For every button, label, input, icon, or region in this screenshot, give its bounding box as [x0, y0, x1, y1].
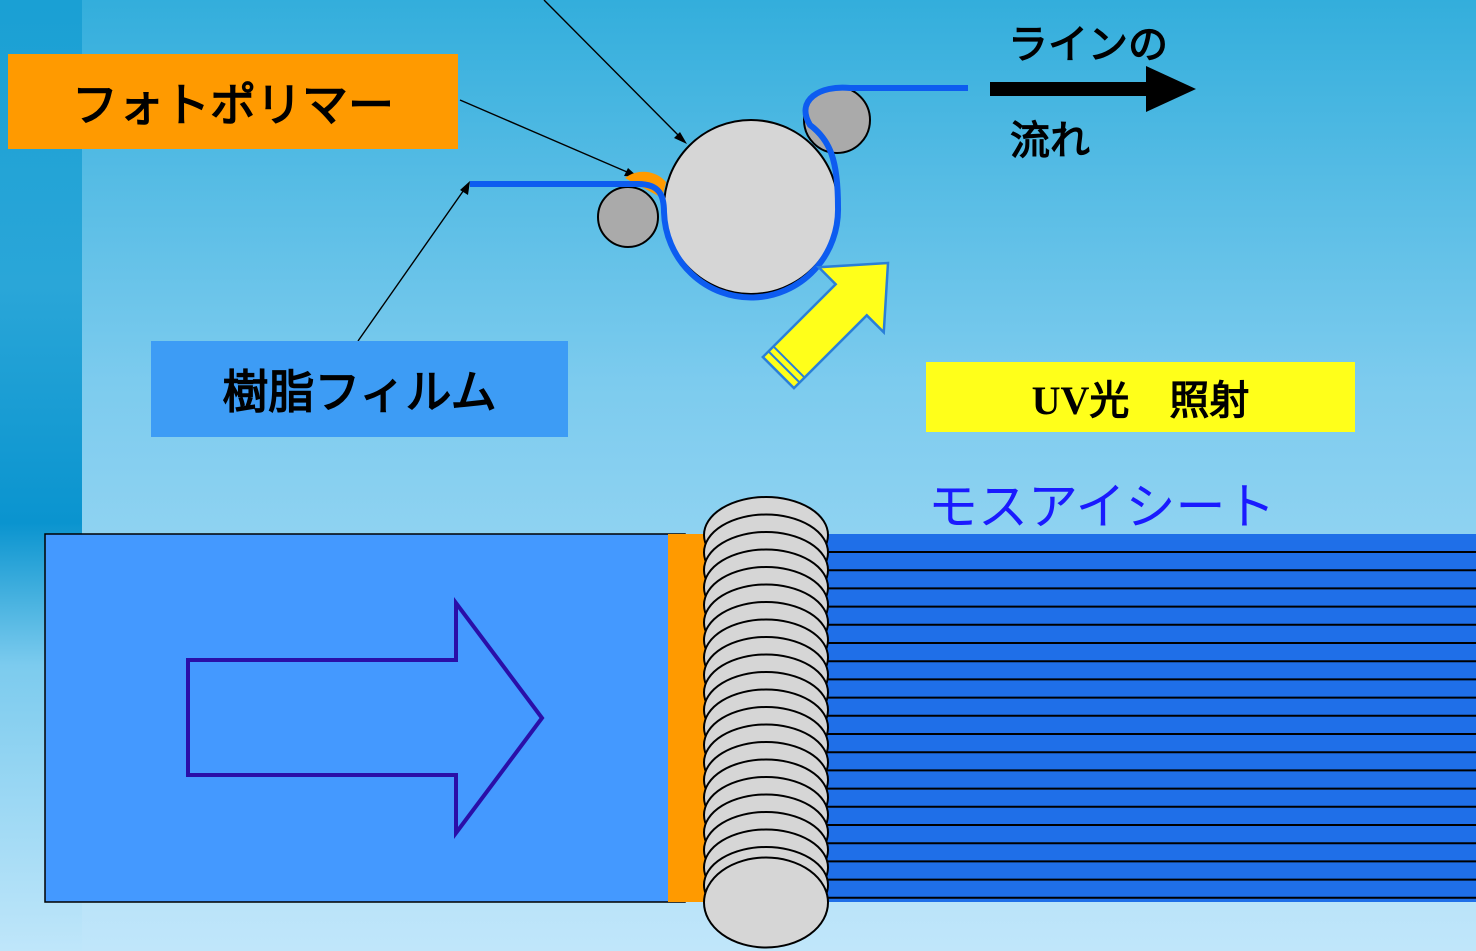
- line-flow-label-2: 流れ: [1010, 118, 1090, 164]
- leader-line-film: [357, 186, 467, 342]
- roller-disc: [703, 856, 829, 949]
- moth-eye-sheet-block: [827, 534, 1476, 902]
- moth-eye-sheet-label: モスアイシート: [928, 478, 1276, 536]
- film-web-path: [470, 84, 968, 301]
- resin-film-label: 樹脂フィルム: [151, 341, 568, 437]
- resin-film-block: [44, 533, 686, 903]
- roller-disc-stack: [703, 496, 829, 949]
- uv-irradiation-label: UV光 照射: [926, 362, 1355, 432]
- nip-roller-left: [597, 186, 659, 248]
- leader-lines: [357, 0, 684, 342]
- leader-line-photopolymer: [459, 99, 635, 176]
- moth-eye-stripes: [827, 551, 1476, 899]
- photopolymer-layer: [668, 534, 708, 902]
- line-flow-arrow-icon: [990, 66, 1196, 112]
- roll-process: [470, 84, 968, 301]
- leader-line-roller: [543, 0, 684, 141]
- process-arrow-icon: [186, 596, 545, 840]
- uv-light-arrow-icon: [761, 261, 890, 390]
- moth-eye-sheet-section: [44, 496, 1476, 949]
- photopolymer-label: フォトポリマー: [8, 54, 458, 149]
- line-flow-label-1: ラインの: [1008, 22, 1168, 68]
- main-mold-roller: [663, 119, 839, 295]
